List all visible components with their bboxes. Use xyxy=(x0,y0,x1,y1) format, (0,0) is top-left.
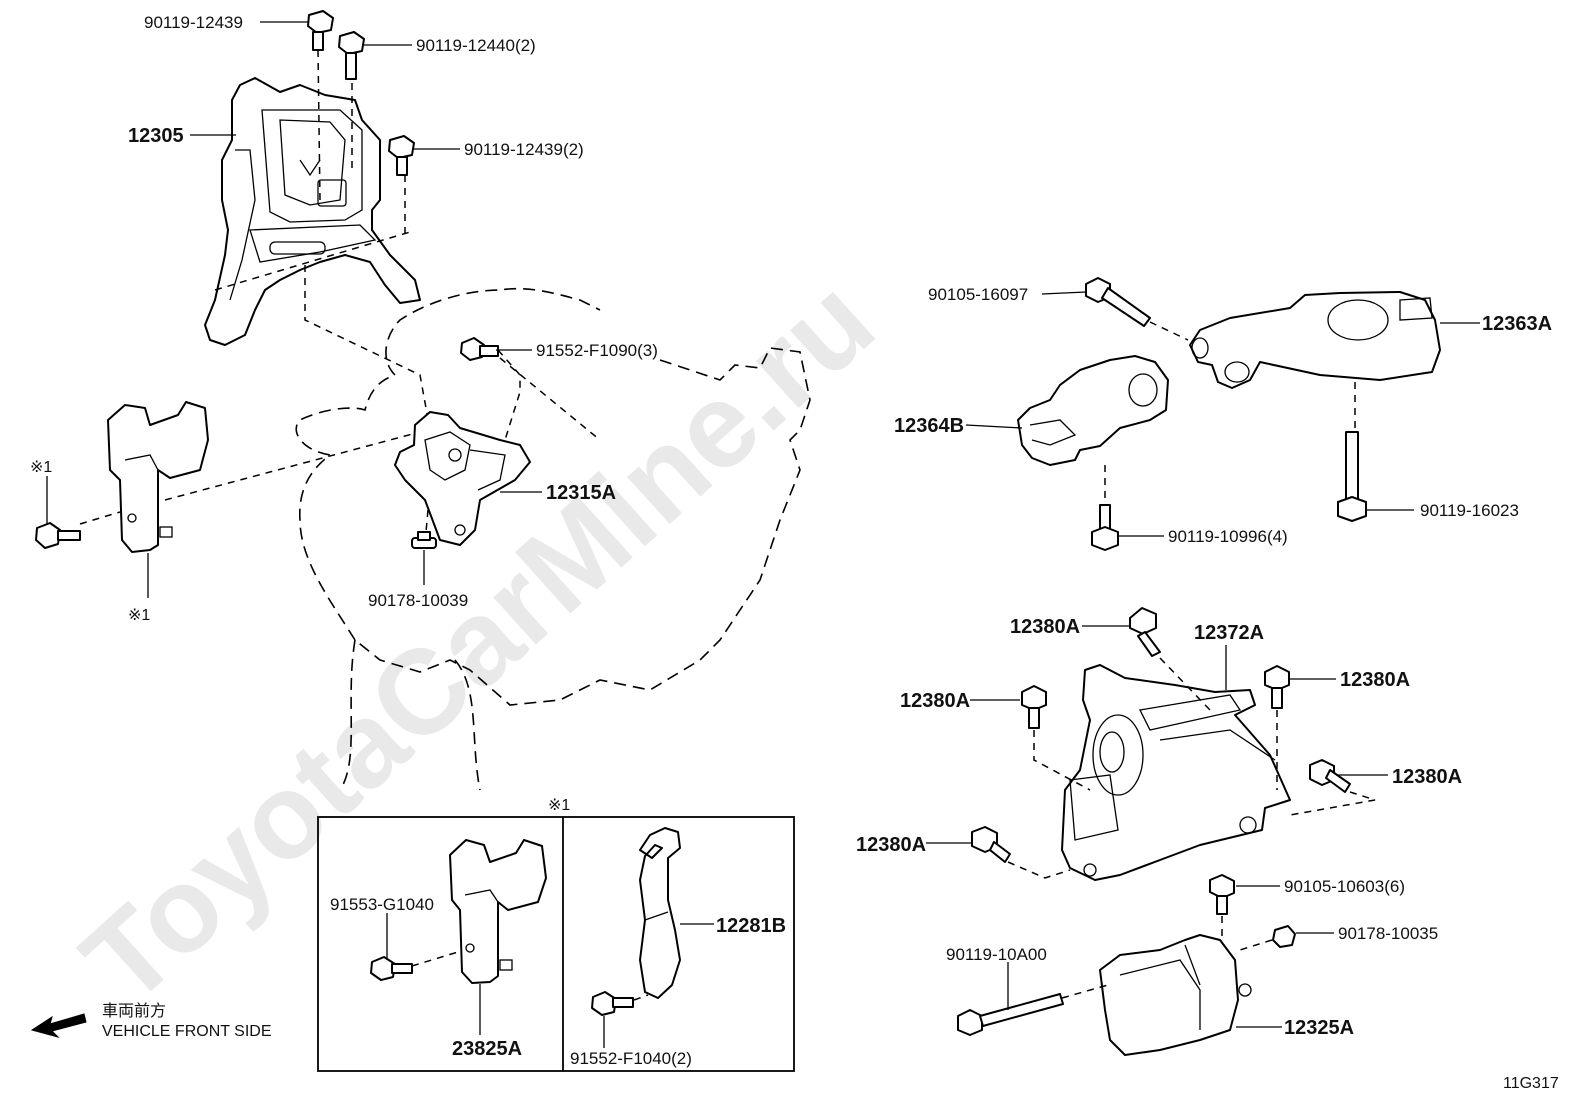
bolt-12380A-right xyxy=(1309,759,1351,793)
bolt-90105-10603 xyxy=(1209,874,1235,915)
label-90119-16023: 90119-16023 xyxy=(1420,501,1519,520)
bolt-91553-G1040 xyxy=(370,956,413,981)
label-90178-10039: 90178-10039 xyxy=(368,591,468,610)
bracket-12325A xyxy=(1099,934,1252,1056)
leader-lines xyxy=(190,21,1480,1028)
part-labels: 90119-12439 90119-12440(2) 12305 90119-1… xyxy=(30,13,1559,1092)
label-12372A: 12372A xyxy=(1194,622,1264,644)
engine-outline xyxy=(295,287,811,791)
label-91552-F1090-3: 91552-F1090(3) xyxy=(536,341,658,360)
bolt-90119-12439-2 xyxy=(388,135,415,176)
bolt-90119-10A00 xyxy=(957,993,1064,1036)
vehicle-front-arrow-icon xyxy=(30,1013,87,1038)
label-12363A: 12363A xyxy=(1482,313,1552,335)
bracket-12315A xyxy=(394,411,531,546)
note-symbol-left-top: ※1 xyxy=(30,459,52,476)
bracket-23825A-left xyxy=(107,401,209,553)
stud-90178-10039 xyxy=(411,531,437,549)
label-91552-F1040-2: 91552-F1040(2) xyxy=(570,1049,692,1068)
label-12380A-bottom: 12380A xyxy=(856,834,926,856)
bolt-91552-F1090 xyxy=(460,337,499,361)
label-90178-10035: 90178-10035 xyxy=(1338,924,1438,943)
label-12380A-right-top: 12380A xyxy=(1340,669,1410,691)
label-90105-10603-6: 90105-10603(6) xyxy=(1284,877,1405,896)
label-90119-10A00: 90119-10A00 xyxy=(946,945,1047,964)
mount-12364B xyxy=(1017,355,1169,466)
bolt-12380A-left xyxy=(1021,685,1047,729)
label-12305: 12305 xyxy=(128,125,184,147)
label-12380A-top: 12380A xyxy=(1010,616,1080,638)
label-90119-12440-2: 90119-12440(2) xyxy=(416,36,536,55)
rod-12363A xyxy=(1189,291,1441,389)
label-23825A: 23825A xyxy=(452,1038,522,1060)
bolt-90119-16023 xyxy=(1337,431,1367,522)
label-90119-10996-4: 90119-10996(4) xyxy=(1168,527,1288,546)
label-12364B: 12364B xyxy=(894,415,964,437)
front-side-japanese: 車両前方 xyxy=(102,1002,166,1020)
label-12380A-right: 12380A xyxy=(1392,766,1462,788)
stud-90178-10035 xyxy=(1272,925,1296,948)
label-12281B: 12281B xyxy=(716,915,786,937)
variant-box xyxy=(317,816,795,1072)
bolt-90119-12440 xyxy=(338,31,365,80)
label-12380A-left: 12380A xyxy=(900,690,970,712)
bolt-90105-16097 xyxy=(1085,277,1151,327)
bolt-12380A-bottom xyxy=(971,826,1011,863)
label-90105-16097: 90105-16097 xyxy=(928,285,1028,304)
bolt-left-note xyxy=(35,522,81,549)
label-91553-G1040: 91553-G1040 xyxy=(330,895,434,914)
note-symbol-left-bottom: ※1 xyxy=(128,607,150,624)
diagram-code: 11G317 xyxy=(1503,1075,1559,1092)
mount-12372A xyxy=(1061,664,1291,881)
bolt-12380A-right-top xyxy=(1264,665,1290,709)
bolt-90119-12439 xyxy=(307,10,334,51)
bolt-12380A-top xyxy=(1129,607,1161,657)
label-90119-12439: 90119-12439 xyxy=(144,13,243,32)
label-12315A: 12315A xyxy=(546,482,616,504)
bracket-23825A xyxy=(449,839,547,984)
note-symbol-box: ※1 xyxy=(548,797,570,814)
label-90119-12439-2: 90119-12439(2) xyxy=(464,140,584,159)
bolt-90119-10996 xyxy=(1091,504,1119,551)
hook-bracket-12281B xyxy=(639,827,681,999)
mount-bracket-12305 xyxy=(204,49,431,431)
label-12325A: 12325A xyxy=(1284,1017,1354,1039)
bolt-91552-F1040 xyxy=(591,991,634,1016)
front-side-english: VEHICLE FRONT SIDE xyxy=(102,1023,272,1040)
